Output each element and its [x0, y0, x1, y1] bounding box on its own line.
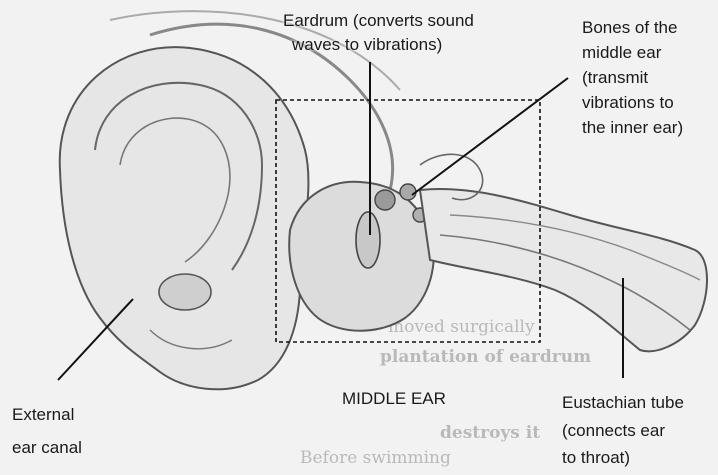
eustachian-label-line: Eustachian tube [562, 392, 684, 414]
bones-label-line: the inner ear) [582, 117, 683, 139]
external-label-line: ear canal [12, 437, 82, 459]
ossicle-malleus [375, 190, 395, 210]
eustachian-label-line: (connects ear [562, 420, 665, 442]
ossicle-incus [400, 184, 416, 200]
bones-label-line: middle ear [582, 42, 661, 64]
ear-canal-opening [159, 274, 211, 310]
bones-leader-line [412, 78, 568, 195]
bones-label-line: vibrations to [582, 92, 674, 114]
eardrum-label-line: waves to vibrations) [292, 34, 442, 56]
eustachian-label-line: to throat) [562, 447, 630, 469]
bones-label-line: Bones of the [582, 17, 677, 39]
middle-ear-label: MIDDLE EAR [342, 388, 446, 410]
eardrum-shape [356, 212, 380, 268]
bones-label-line: (transmit [582, 67, 648, 89]
eustachian-tube-shape [420, 189, 707, 351]
eardrum-label-line: Eardrum (converts sound [283, 10, 474, 32]
external-label-line: External [12, 404, 74, 426]
